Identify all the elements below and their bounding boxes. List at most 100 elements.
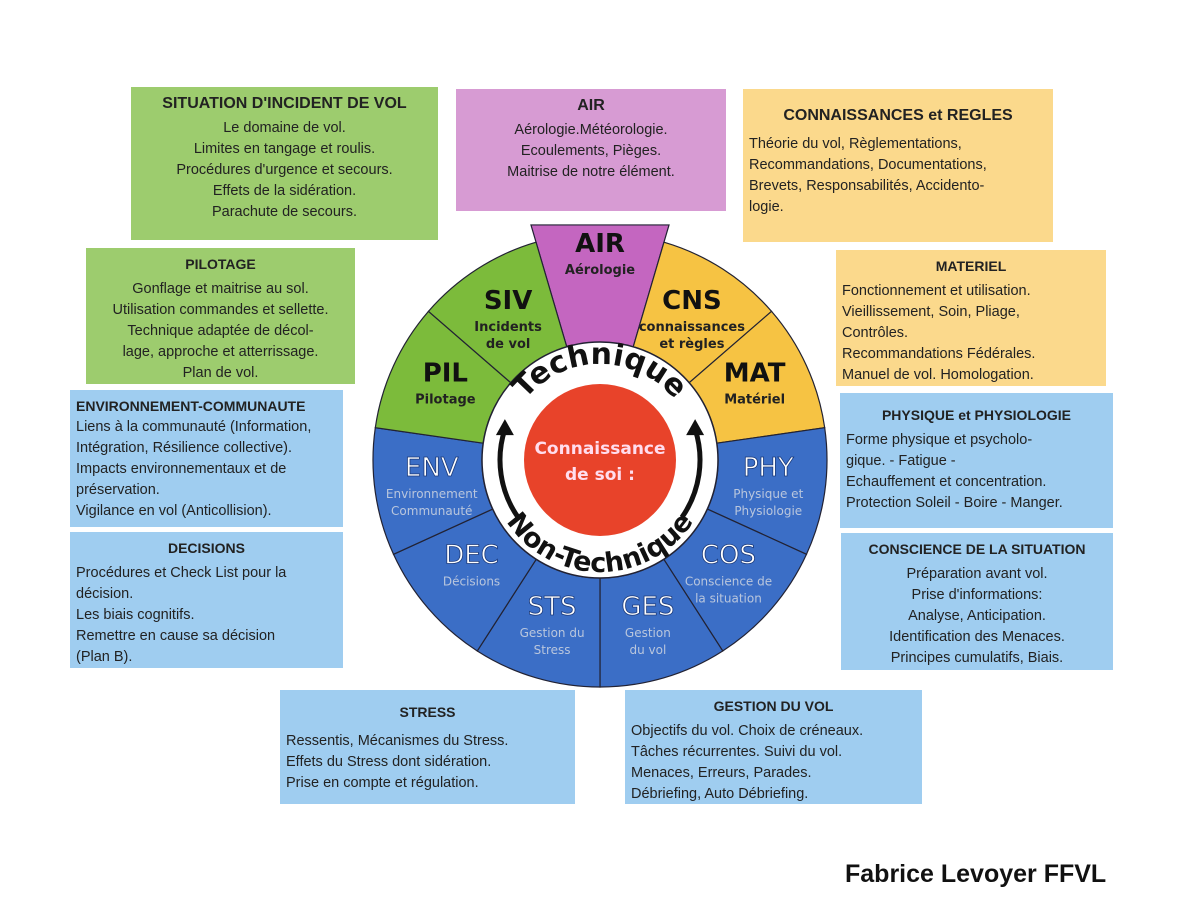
box-line: Echauffement et concentration. — [846, 474, 1047, 490]
box-dec: DECISIONS Procédures et Check List pour … — [70, 532, 343, 668]
arrowhead-icon — [495, 419, 514, 436]
box-line: Vieillissement, Soin, Pliage, — [842, 304, 1020, 320]
box-line: Menaces, Erreurs, Parades. — [631, 765, 812, 781]
box-title: SITUATION D'INCIDENT DE VOL — [162, 95, 407, 112]
box-title: PHYSIQUE et PHYSIOLOGIE — [881, 407, 1072, 423]
box-line: Vigilance en vol (Anticollision). — [76, 503, 272, 519]
box-line: Parachute de secours. — [211, 204, 358, 220]
segment-subtitle: Communauté — [391, 504, 472, 518]
box-line: préservation. — [76, 482, 160, 498]
cycle-arrow-icon — [679, 428, 703, 519]
box-line: Utilisation commandes et sellette. — [112, 302, 329, 318]
box-cos: CONSCIENCE DE LA SITUATION Préparation a… — [841, 533, 1113, 670]
box-title: AIR — [577, 97, 605, 114]
segment-subtitle: Décisions — [443, 574, 500, 588]
box-mat: MATERIEL Fonctionnement et utilisation. V… — [836, 250, 1106, 386]
box-title: ENVIRONNEMENT-COMMUNAUTE — [76, 398, 306, 414]
box-line: Identification des Menaces. — [889, 629, 1065, 645]
box-line: Intégration, Résilience collective). — [76, 440, 292, 456]
box-line: Brevets, Responsabilités, Accidento- — [749, 178, 985, 194]
box-line: Procédures d'urgence et secours. — [176, 162, 393, 178]
box-line: Tâches récurrentes. Suivi du vol. — [631, 744, 843, 760]
box-line: Ecoulements, Pièges. — [520, 143, 662, 159]
segment-code: PHY — [743, 453, 794, 483]
box-line: gique. - Fatigue - — [846, 453, 956, 469]
arrowhead-icon — [686, 419, 705, 436]
box-cns: CONNAISSANCES et REGLES Théorie du vol, … — [743, 89, 1053, 242]
segment-code: STS — [528, 592, 577, 622]
segment-subtitle: et règles — [659, 337, 724, 352]
box-line: Protection Soleil - Boire - Manger. — [846, 495, 1063, 511]
box-siv: SITUATION D'INCIDENT DE VOL Le domaine d… — [131, 87, 438, 240]
box-line: Plan de vol. — [182, 365, 259, 381]
segment-subtitle: connaissances — [639, 320, 745, 335]
box-env: ENVIRONNEMENT-COMMUNAUTE Liens à la comm… — [70, 390, 343, 527]
box-title: CONSCIENCE DE LA SITUATION — [868, 541, 1086, 557]
box-line: lage, approche et atterrissage. — [122, 344, 319, 360]
segment-code: CNS — [662, 286, 722, 316]
segment-subtitle: Incidents — [474, 320, 542, 335]
segment-code: GES — [621, 592, 674, 622]
box-line: Remettre en cause sa décision — [76, 628, 276, 644]
cycle-arrow-icon — [497, 428, 521, 519]
box-line: Prise en compte et régulation. — [286, 775, 479, 791]
segment-subtitle: Matériel — [724, 392, 785, 407]
segment-subtitle: de vol — [486, 337, 531, 352]
box-line: Procédures et Check List pour la — [76, 565, 287, 581]
segment-subtitle: la situation — [695, 591, 762, 605]
segment-subtitle: Physiologie — [734, 504, 802, 518]
box-title: GESTION DU VOL — [713, 698, 834, 714]
box-line: Impacts environnementaux et de — [76, 461, 287, 477]
segment-subtitle: Stress — [534, 643, 571, 657]
box-line: Prise d'informations: — [911, 587, 1043, 603]
box-title: CONNAISSANCES et REGLES — [783, 107, 1013, 124]
box-line: Théorie du vol, Règlementations, — [749, 136, 962, 152]
box-line: Manuel de vol. Homologation. — [842, 367, 1034, 383]
segment-subtitle: Aérologie — [565, 263, 635, 278]
box-line: Objectifs du vol. Choix de créneaux. — [631, 723, 864, 739]
box-air: AIR Aérologie.Météorologie. Ecoulements, … — [456, 89, 726, 211]
segment-subtitle: Pilotage — [415, 392, 476, 407]
segment-subtitle: Physique et — [733, 487, 803, 501]
box-line: Les biais cognitifs. — [76, 607, 195, 623]
segment-subtitle: Conscience de — [685, 574, 772, 588]
box-line: Débriefing, Auto Débriefing. — [631, 786, 809, 802]
segment-subtitle: Gestion du — [520, 626, 585, 640]
segment-code: MAT — [724, 358, 786, 388]
segment-code: COS — [701, 540, 756, 570]
box-pil: PILOTAGE Gonflage et maitrise au sol. Uti… — [86, 248, 355, 384]
box-line: logie. — [749, 199, 784, 215]
box-ges: GESTION DU VOL Objectifs du vol. Choix d… — [625, 690, 922, 804]
box-line: Gonflage et maitrise au sol. — [132, 281, 309, 297]
box-line: Aérologie.Météorologie. — [514, 122, 668, 138]
box-line: Recommandations, Documentations, — [749, 157, 987, 173]
box-title: PILOTAGE — [185, 256, 256, 272]
segment-subtitle: Environnement — [386, 487, 478, 501]
segment-subtitle: du vol — [629, 643, 666, 657]
box-line: Limites en tangage et roulis. — [193, 141, 376, 157]
box-line: Forme physique et psycholo- — [846, 432, 1033, 448]
center-label: de soi : — [565, 465, 635, 485]
box-line: Le domaine de vol. — [223, 120, 346, 136]
box-line: (Plan B). — [76, 649, 133, 665]
center-label: Connaissance — [534, 439, 665, 459]
box-line: Liens à la communauté (Information, — [76, 419, 312, 435]
author-credit: Fabrice Levoyer FFVL — [845, 860, 1107, 888]
center-circle — [524, 384, 676, 536]
box-title: STRESS — [399, 704, 456, 720]
box-line: Recommandations Fédérales. — [842, 346, 1036, 362]
box-line: décision. — [76, 586, 134, 602]
segment-code: SIV — [484, 286, 533, 316]
box-line: Contrôles. — [842, 325, 909, 341]
segment-code: ENV — [405, 453, 459, 483]
box-line: Maitrise de notre élément. — [507, 164, 675, 180]
box-phy: PHYSIQUE et PHYSIOLOGIE Forme physique e… — [840, 393, 1113, 528]
box-sts: STRESS Ressentis, Mécanismes du Stress.E… — [280, 690, 575, 804]
box-line: Technique adaptée de décol- — [127, 323, 314, 339]
segment-code: PIL — [423, 358, 468, 388]
box-title: MATERIEL — [935, 258, 1007, 274]
segment-code: DEC — [444, 540, 499, 570]
box-line: Fonctionnement et utilisation. — [842, 283, 1031, 299]
box-line: Effets du Stress dont sidération. — [286, 754, 492, 770]
